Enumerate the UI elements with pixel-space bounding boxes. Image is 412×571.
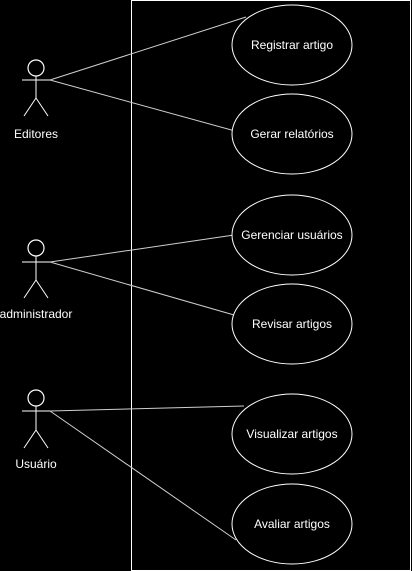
- use-case-gerenciar-usuarios: Gerenciar usuários: [231, 194, 353, 276]
- actor-right-leg: [35, 97, 49, 117]
- actor-label-administrador: administrador: [0, 307, 72, 321]
- actor-administrador: administrador: [0, 239, 72, 321]
- actor-label-usuario: Usuário: [15, 457, 57, 471]
- association-administrador-revisar-artigos: [49, 261, 235, 316]
- use-case-avaliar-artigos: Avaliar artigos: [231, 483, 353, 565]
- actor-right-leg: [35, 429, 49, 449]
- use-case-revisar-artigos: Revisar artigos: [231, 283, 353, 365]
- actor-right-leg: [35, 279, 49, 299]
- actor-left-leg: [23, 429, 37, 449]
- use-case-registrar-artigo: Registrar artigo: [231, 4, 353, 86]
- use-case-label-avaliar-artigos: Avaliar artigos: [254, 517, 330, 531]
- use-case-ellipse: [231, 93, 353, 175]
- use-case-ellipse: [231, 393, 353, 475]
- actor-left-leg: [23, 279, 37, 299]
- use-case-visualizar-artigos: Visualizar artigos: [231, 393, 353, 475]
- actor-editores: Editores: [14, 59, 58, 141]
- use-case-gerar-relatorios: Gerar relatórios: [231, 93, 353, 175]
- actor-left-leg: [23, 97, 37, 117]
- use-case-ellipse: [231, 483, 353, 565]
- association-editores-registrar-artigo: [49, 16, 247, 81]
- actor-head: [27, 59, 45, 77]
- actor-usuario: Usuário: [15, 389, 57, 471]
- associations: [49, 16, 247, 541]
- association-usuario-visualizar-artigos: [49, 405, 245, 412]
- use-case-label-gerenciar-usuarios: Gerenciar usuários: [241, 228, 342, 242]
- use-case-label-gerar-relatorios: Gerar relatórios: [250, 127, 333, 141]
- actor-head: [27, 239, 45, 257]
- system-boundary: [131, 0, 411, 571]
- use-case-ellipse: [231, 283, 353, 365]
- use-case-label-registrar-artigo: Registrar artigo: [251, 38, 333, 52]
- use-case-label-visualizar-artigos: Visualizar artigos: [246, 427, 337, 441]
- association-usuario-avaliar-artigos: [49, 410, 237, 541]
- use-case-ellipse: [231, 194, 353, 276]
- actor-label-editores: Editores: [14, 127, 58, 141]
- association-editores-gerar-relatorios: [49, 79, 247, 135]
- use-case-label-revisar-artigos: Revisar artigos: [252, 317, 332, 331]
- association-administrador-gerenciar-usuarios: [49, 234, 235, 263]
- use-case-ellipse: [231, 4, 353, 86]
- actor-head: [27, 389, 45, 407]
